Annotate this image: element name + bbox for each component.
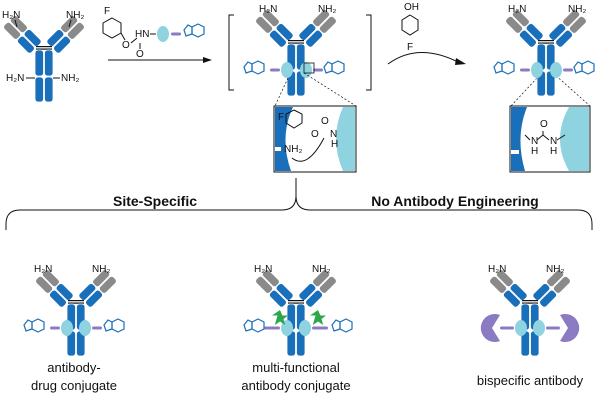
heading-no-engineering: No Antibody Engineering — [371, 193, 538, 209]
h-label: H — [531, 146, 538, 157]
amine-label: H₂N — [34, 264, 52, 275]
fluoro-label: F — [278, 112, 284, 123]
amine-label: H₂N — [508, 4, 526, 15]
amine-label: H₂N — [6, 73, 24, 84]
oxygen-label: O — [136, 49, 144, 60]
oxygen-label: O — [122, 40, 130, 51]
h-label: H — [550, 146, 557, 157]
caption-bispecific: bispecific antibody — [477, 373, 584, 388]
oxygen-label: O — [321, 116, 329, 127]
binder-domain — [480, 314, 500, 342]
nh-label: N — [330, 129, 337, 140]
amine-label: H₂N — [259, 4, 277, 15]
mechanism-inset: F O O N H NH₂ — [273, 105, 357, 173]
amine-label: NH₂ — [312, 264, 330, 275]
heading-site-specific: Site-Specific — [113, 193, 197, 209]
nh-label: HN — [135, 29, 149, 40]
caption-mfc: antibody conjugate — [241, 378, 350, 393]
curly-brace — [5, 178, 593, 230]
urea-inset: O N H N H — [509, 105, 591, 173]
multifunctional-conjugate: H₂N NH₂ multi-functional antibody conjug… — [241, 264, 353, 393]
intermediate-bracket — [228, 14, 372, 91]
amine-label: H₂N — [488, 264, 506, 275]
nh-label: N — [531, 136, 538, 147]
fluoro-label: F — [104, 6, 110, 17]
amine-label: NH₂ — [92, 264, 110, 275]
oxygen-label: O — [311, 129, 319, 140]
nh-label: N — [550, 136, 557, 147]
binder-domain — [560, 314, 580, 343]
caption-mfc: multi-functional — [252, 360, 340, 375]
intermediate-antibody: H₂N NH₂ — [243, 4, 345, 96]
bispecific-antibody: H₂N NH₂ bispecific antibody — [477, 264, 584, 388]
amine-label: NH₂ — [318, 4, 336, 15]
amine-label: NH₂ — [284, 144, 302, 155]
native-antibody: H₂N NH₂ H₂N NH₂ — [2, 10, 86, 102]
oxygen-label: O — [540, 119, 548, 130]
amine-label: H₂N — [2, 10, 20, 21]
fluoro-label: F — [407, 42, 413, 53]
amine-label: NH₂ — [546, 264, 564, 275]
carbamate-reagent: F O O HN — [102, 6, 205, 60]
star-icon — [310, 310, 326, 325]
antibody-drug-conjugate: H₂N NH₂ antibody- drug conjugate — [23, 264, 125, 393]
caption-adc: drug conjugate — [31, 378, 117, 393]
amine-label: NH₂ — [66, 10, 84, 21]
amine-label: NH₂ — [568, 4, 586, 15]
h-label: H — [331, 139, 338, 150]
amine-label: H₂N — [254, 264, 272, 275]
amine-label: NH₂ — [61, 73, 79, 84]
hydroxyl-label: OH — [404, 2, 419, 13]
caption-adc: antibody- — [47, 360, 100, 375]
phenol-byproduct: OH F — [387, 2, 466, 65]
reaction-arrow — [387, 52, 459, 65]
conjugated-antibody: H₂N NH₂ — [493, 4, 595, 96]
